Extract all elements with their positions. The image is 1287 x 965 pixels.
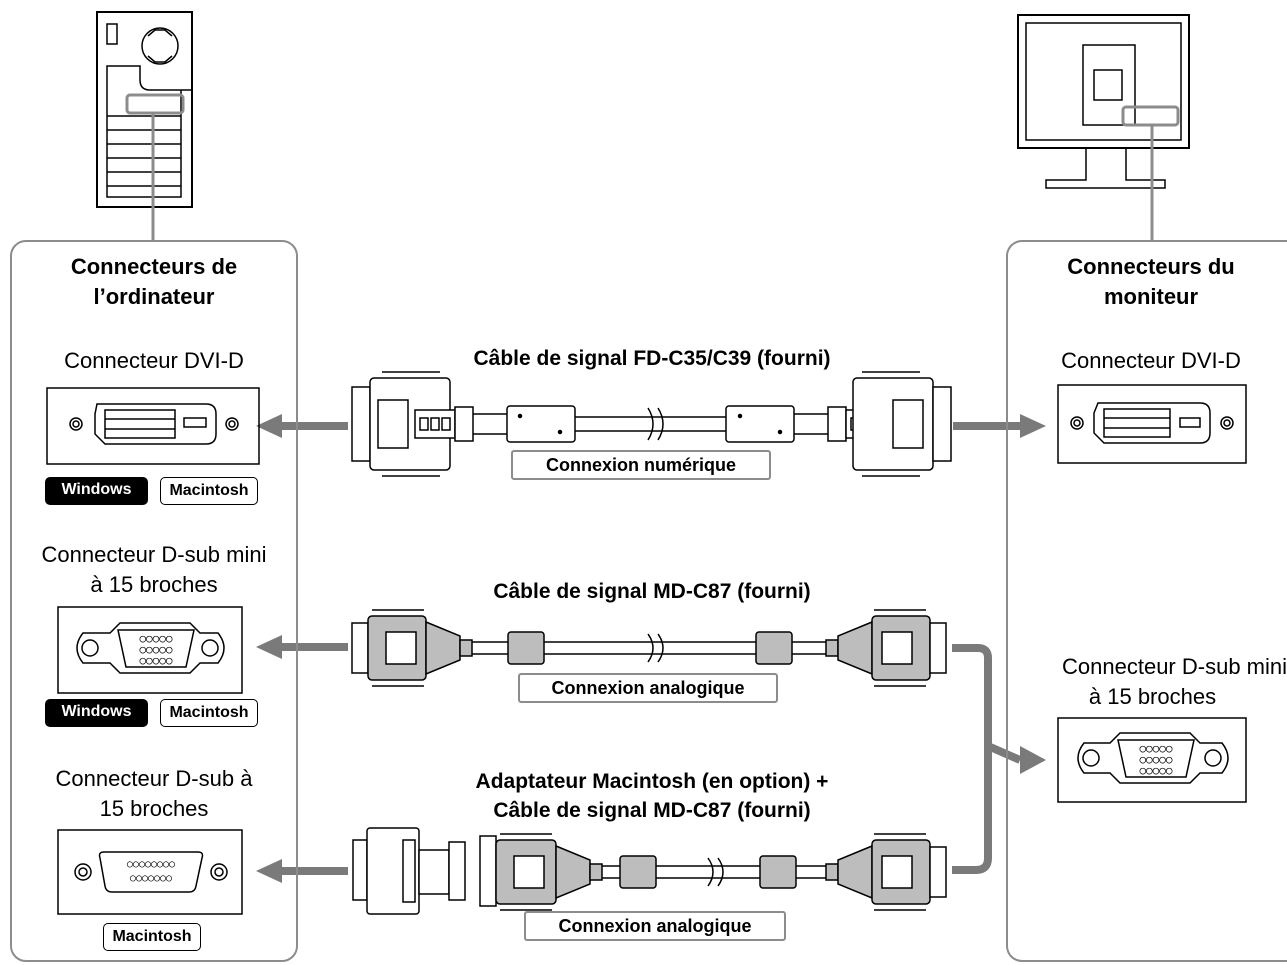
adapter-cable-title-line2: Câble de signal MD-C87 (fourni) [493, 799, 811, 822]
left-dvi-macintosh-badge: Macintosh [160, 477, 258, 505]
right-dsubmini-label-line2: à 15 broches [1088, 684, 1217, 709]
left-dvi-label: Connecteur DVI-D [64, 348, 244, 373]
arrow-right-dsubmini-icon [1020, 746, 1046, 774]
left-dsub-label: Connecteur D-sub à 15 broches [10, 764, 298, 824]
svg-text:○○○○○: ○○○○○ [1139, 753, 1172, 766]
dvi-port-left-icon [46, 387, 260, 465]
left-dvi-windows-badge: Windows [45, 477, 148, 505]
left-dsub-macintosh-badge: Macintosh [103, 923, 201, 951]
monitor-icon [1017, 14, 1190, 189]
computer-connectors-title-line1: Connecteurs de [70, 254, 238, 279]
dvi-cable-icon [351, 371, 952, 477]
adapter-cable-title: Adaptateur Macintosh (en option) + Câble… [350, 767, 954, 825]
adapter-cable-icon [352, 827, 947, 915]
computer-tower-icon [96, 11, 193, 208]
monitor-connectors-title: Connecteurs du moniteur [1006, 252, 1287, 312]
analog-connection-box-1: Connexion analogique [518, 673, 778, 703]
dsub-mini-port-right-icon: ○○○○○ ○○○○○ ○○○○○ [1057, 717, 1247, 803]
dvi-port-right-icon [1057, 384, 1247, 464]
right-dsubmini-label: Connecteur D-sub mini à 15 broches [1006, 652, 1287, 712]
dsub-mini-port-left-icon: ○○○○○ ○○○○○ ○○○○○ [57, 606, 243, 694]
left-dsubmini-label: Connecteur D-sub mini à 15 broches [10, 540, 298, 600]
arrow-left-dsub-icon [256, 859, 348, 883]
computer-connectors-title: Connecteurs de l’ordinateur [10, 252, 298, 312]
right-dvi-label: Connecteur DVI-D [1061, 348, 1241, 373]
monitor-connectors-panel [1006, 240, 1287, 962]
svg-text:○○○○○: ○○○○○ [139, 654, 172, 667]
svg-text:○○○○○: ○○○○○ [139, 632, 172, 645]
left-dsubmini-label-line2: à 15 broches [90, 572, 218, 597]
computer-connectors-panel [10, 240, 298, 962]
monitor-connectors-title-line2: moniteur [1103, 284, 1199, 309]
adapter-cable-title-line1: Adaptateur Macintosh (en option) + [475, 770, 829, 793]
digital-connection-box: Connexion numérique [511, 450, 771, 480]
arrow-right-dvi-icon [953, 414, 1046, 438]
left-dsubmini-windows-badge: Windows [45, 699, 148, 727]
dsub-port-left-icon: ○○○○○○○○ ○○○○○○○ [57, 829, 243, 915]
arrow-left-dvi-icon [256, 414, 348, 438]
right-dsubmini-label-line1: Connecteur D-sub mini [1062, 654, 1287, 679]
left-dsubmini-macintosh-badge: Macintosh [160, 699, 258, 727]
left-dsub-label-line1: Connecteur D-sub à [55, 766, 253, 791]
dvi-cable-title: Câble de signal FD-C35/C39 (fourni) [473, 347, 831, 370]
monitor-connectors-title-line1: Connecteurs du [1067, 254, 1235, 279]
merge-arrow-icon [952, 644, 1022, 874]
svg-text:○○○○○○○: ○○○○○○○ [130, 873, 172, 884]
svg-text:○○○○○: ○○○○○ [1139, 742, 1172, 755]
left-dsub-label-line2: 15 broches [99, 796, 209, 821]
analog-cable-title: Câble de signal MD-C87 (fourni) [493, 580, 811, 603]
analog-connection-box-2: Connexion analogique [524, 911, 786, 941]
svg-text:○○○○○: ○○○○○ [139, 643, 172, 656]
left-dsubmini-label-line1: Connecteur D-sub mini [41, 542, 267, 567]
analog-cable-icon [351, 609, 947, 687]
svg-text:○○○○○: ○○○○○ [1139, 764, 1172, 777]
computer-connectors-title-line2: l’ordinateur [93, 284, 215, 309]
arrow-left-dsubmini-icon [256, 635, 348, 659]
svg-text:○○○○○○○○: ○○○○○○○○ [127, 859, 175, 870]
